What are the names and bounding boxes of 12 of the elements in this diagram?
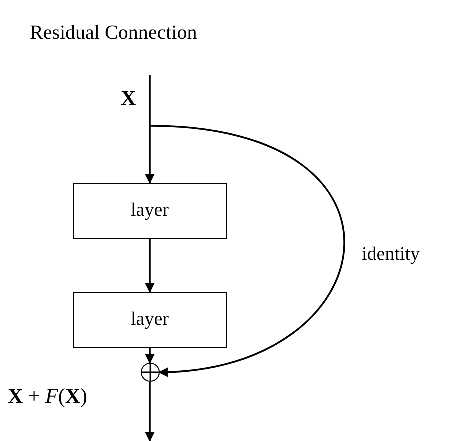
layer-box: layer bbox=[73, 292, 227, 348]
arrow bbox=[145, 348, 155, 364]
arrow bbox=[145, 382, 155, 441]
sum-circle bbox=[140, 363, 160, 382]
title: Residual Connection bbox=[30, 22, 198, 45]
layer-box: layer bbox=[73, 183, 227, 239]
edge-label: identity bbox=[362, 244, 420, 266]
math-label: X bbox=[121, 86, 136, 111]
arrow bbox=[145, 75, 155, 184]
arrow bbox=[150, 125, 346, 377]
arrow bbox=[145, 239, 155, 293]
math-label: X + F(X) bbox=[8, 384, 88, 409]
